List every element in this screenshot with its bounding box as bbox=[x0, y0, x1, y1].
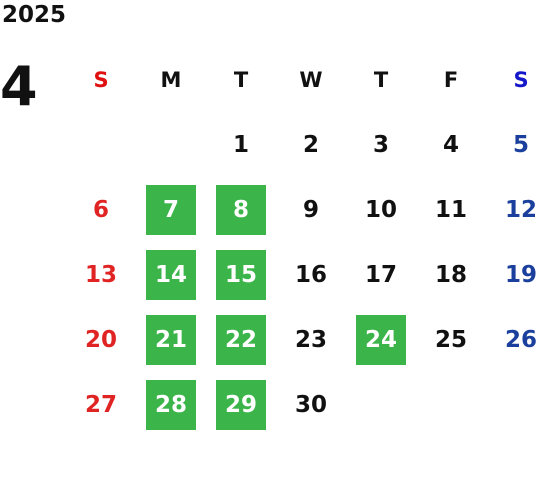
day-cell[interactable]: 25 bbox=[434, 327, 467, 353]
day-cell[interactable]: 4 bbox=[442, 132, 459, 158]
day-cell-highlighted[interactable]: 29 bbox=[210, 375, 280, 440]
day-cell bbox=[350, 375, 420, 440]
day-cell-highlighted[interactable]: 15 bbox=[210, 245, 280, 310]
day-cell-highlighted[interactable]: 28 bbox=[140, 375, 210, 440]
day-cell-highlighted[interactable]: 24 bbox=[350, 310, 420, 375]
weekday-header: S M T W T F S bbox=[70, 50, 548, 115]
day-cell[interactable]: 17 bbox=[364, 262, 397, 288]
week-row: 6 7 8 9 10 11 12 bbox=[70, 180, 548, 245]
day-cell[interactable]: 26 bbox=[504, 327, 537, 353]
day-cell[interactable]: 18 bbox=[434, 262, 467, 288]
day-cell[interactable]: 10 bbox=[364, 197, 397, 223]
day-cell bbox=[490, 375, 548, 440]
day-cell[interactable]: 19 bbox=[504, 262, 537, 288]
day-cell[interactable]: 5 bbox=[512, 132, 529, 158]
weekday-sun: S bbox=[93, 68, 109, 92]
weekday-mon: M bbox=[160, 68, 182, 92]
day-cell[interactable]: 2 bbox=[302, 132, 319, 158]
week-row: 1 2 3 4 5 bbox=[70, 115, 548, 180]
day-cell bbox=[70, 115, 140, 180]
day-cell-highlighted[interactable]: 14 bbox=[140, 245, 210, 310]
day-cell[interactable]: 13 bbox=[84, 262, 117, 288]
weekday-thu: T bbox=[373, 68, 389, 92]
day-cell[interactable]: 1 bbox=[232, 132, 249, 158]
day-cell[interactable]: 23 bbox=[294, 327, 327, 353]
day-cell[interactable]: 9 bbox=[302, 197, 319, 223]
day-cell[interactable]: 6 bbox=[92, 197, 109, 223]
weekday-fri: F bbox=[443, 68, 459, 92]
weekday-wed: W bbox=[299, 68, 323, 92]
day-cell[interactable]: 27 bbox=[84, 392, 117, 418]
day-cell bbox=[140, 115, 210, 180]
week-row: 27 28 29 30 bbox=[70, 375, 548, 440]
day-cell-highlighted[interactable]: 22 bbox=[210, 310, 280, 375]
day-cell-highlighted[interactable]: 8 bbox=[210, 180, 280, 245]
day-cell-highlighted[interactable]: 21 bbox=[140, 310, 210, 375]
day-cell[interactable]: 3 bbox=[372, 132, 389, 158]
day-cell-highlighted[interactable]: 7 bbox=[140, 180, 210, 245]
week-row: 13 14 15 16 17 18 19 bbox=[70, 245, 548, 310]
year-label: 2025 bbox=[2, 2, 67, 28]
month-label: 4 bbox=[0, 55, 38, 118]
day-cell[interactable]: 16 bbox=[294, 262, 327, 288]
calendar-grid: S M T W T F S 1 2 3 4 5 6 7 8 9 10 11 12… bbox=[70, 50, 548, 440]
weekday-tue: T bbox=[233, 68, 249, 92]
week-row: 20 21 22 23 24 25 26 bbox=[70, 310, 548, 375]
day-cell bbox=[420, 375, 490, 440]
weekday-sat: S bbox=[513, 68, 529, 92]
day-cell[interactable]: 30 bbox=[294, 392, 327, 418]
day-cell[interactable]: 11 bbox=[434, 197, 467, 223]
day-cell[interactable]: 20 bbox=[84, 327, 117, 353]
day-cell[interactable]: 12 bbox=[504, 197, 537, 223]
